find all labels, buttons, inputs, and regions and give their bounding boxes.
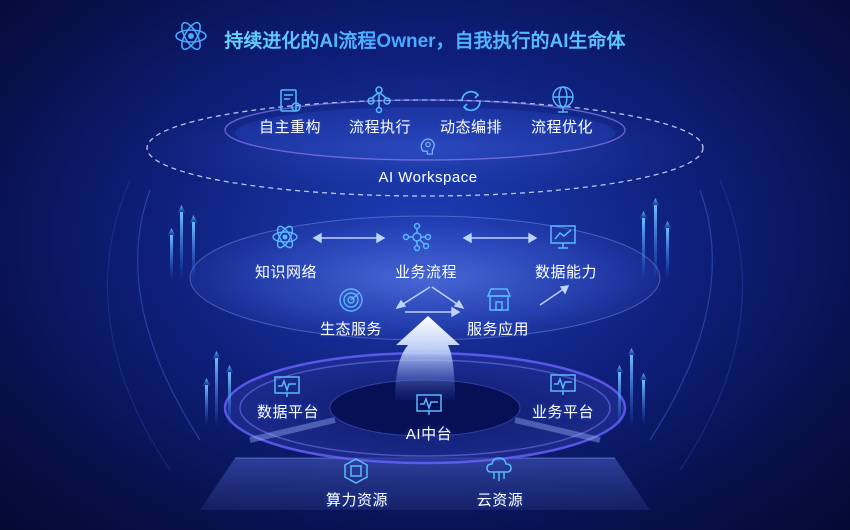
- workspace-item-orchestrate: 动态编排: [439, 119, 503, 136]
- chip-icon: [344, 458, 368, 484]
- atom-icon: [175, 21, 207, 51]
- middle-item-ecosystem: 生态服务: [319, 321, 383, 338]
- brain-icon: [420, 138, 435, 155]
- monitor-icon: [416, 394, 442, 415]
- workspace-item-execute: 流程执行: [348, 119, 412, 136]
- store-icon: [486, 288, 512, 311]
- base-item-compute: 算力资源: [325, 492, 389, 509]
- chart-board-icon: [550, 225, 576, 249]
- page-title: 持续进化的AI流程Owner，自我执行的AI生命体: [224, 26, 625, 53]
- middle-item-data-capability: 数据能力: [534, 264, 598, 281]
- middle-item-business-flow: 业务流程: [394, 264, 458, 281]
- middle-item-service-app: 服务应用: [466, 321, 530, 338]
- platform-item-business: 业务平台: [531, 404, 595, 421]
- cloud-icon: [486, 457, 512, 481]
- atom-icon: [272, 225, 298, 249]
- base-item-cloud: 云资源: [476, 492, 524, 509]
- document-gear-icon: [280, 89, 301, 112]
- monitor-icon: [550, 374, 576, 395]
- ai-workspace-label: AI Workspace: [378, 169, 478, 186]
- platform-item-ai: AI中台: [405, 426, 453, 443]
- middle-item-knowledge: 知识网络: [254, 264, 318, 281]
- workspace-item-restructure: 自主重构: [258, 119, 322, 136]
- workspace-item-optimize: 流程优化: [530, 119, 594, 136]
- platform-item-data: 数据平台: [256, 404, 320, 421]
- radar-icon: [339, 288, 363, 312]
- flow-tree-icon: [367, 86, 391, 114]
- cycle-icon: [461, 90, 481, 112]
- globe-icon: [552, 86, 574, 113]
- monitor-icon: [274, 376, 300, 397]
- network-icon: [402, 222, 432, 252]
